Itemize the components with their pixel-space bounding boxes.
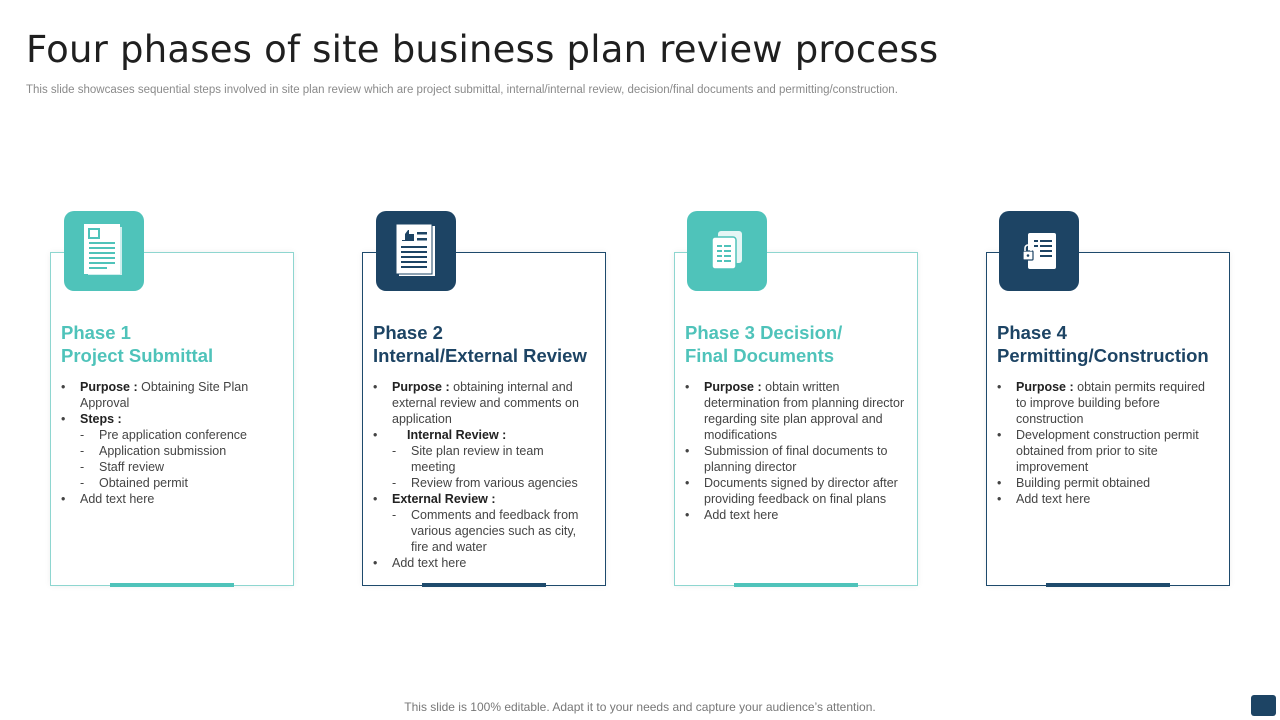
list-item: Purpose : obtain written determination f… xyxy=(685,379,905,443)
list-item: Application submission xyxy=(61,443,281,459)
list-item: Staff review xyxy=(61,459,281,475)
list-item: Development construction permit obtained… xyxy=(997,427,1217,475)
list-item: External Review : xyxy=(373,491,591,507)
document-icon xyxy=(64,211,144,291)
list-item: Internal Review : xyxy=(373,427,591,443)
list-item: Documents signed by director after provi… xyxy=(685,475,905,507)
phase-2-list: Purpose : obtaining internal and externa… xyxy=(373,379,591,571)
slide-footer: This slide is 100% editable. Adapt it to… xyxy=(404,700,876,714)
list-item: Add text here xyxy=(61,491,281,507)
list-item: Steps : xyxy=(61,411,281,427)
list-item: Purpose : obtain permits required to imp… xyxy=(997,379,1217,427)
locked-document-icon xyxy=(999,211,1079,291)
phase-3-card: Phase 3 Decision/ Final Documents Purpos… xyxy=(674,252,918,587)
phase-1-list: Purpose : Obtaining Site Plan Approval S… xyxy=(61,379,281,507)
list-item: Comments and feedback from various agenc… xyxy=(373,507,591,555)
phase-3-list: Purpose : obtain written determination f… xyxy=(685,379,905,523)
card-accent-bar xyxy=(1046,583,1170,587)
phase-4-list: Purpose : obtain permits required to imp… xyxy=(997,379,1217,507)
phase-2-card: Phase 2 Internal/External Review Purpose… xyxy=(362,252,606,587)
list-item: Add text here xyxy=(997,491,1217,507)
phase-1-heading: Phase 1 Project Submittal xyxy=(61,322,214,366)
list-item: Submission of final documents to plannin… xyxy=(685,443,905,475)
corner-badge xyxy=(1251,695,1276,716)
card-accent-bar xyxy=(734,583,858,587)
phase-2-heading: Phase 2 Internal/External Review xyxy=(373,322,587,366)
list-item: Add text here xyxy=(373,555,591,571)
phase-4-card: Phase 4 Permitting/Construction Purpose … xyxy=(986,252,1230,587)
phase-1-card: Phase 1 Project Submittal Purpose : Obta… xyxy=(50,252,294,587)
card-accent-bar xyxy=(422,583,546,587)
copy-documents-icon xyxy=(687,211,767,291)
list-item: Purpose : obtaining internal and externa… xyxy=(373,379,591,427)
list-item: Obtained permit xyxy=(61,475,281,491)
list-item: Building permit obtained xyxy=(997,475,1217,491)
slide-subtitle: This slide showcases sequential steps in… xyxy=(26,84,898,96)
list-item: Pre application conference xyxy=(61,427,281,443)
list-item: Review from various agencies xyxy=(373,475,591,491)
thumbs-up-document-icon xyxy=(376,211,456,291)
slide-title: Four phases of site business plan review… xyxy=(26,28,939,71)
list-item: Site plan review in team meeting xyxy=(373,443,591,475)
phase-4-heading: Phase 4 Permitting/Construction xyxy=(997,322,1209,366)
list-item: Purpose : Obtaining Site Plan Approval xyxy=(61,379,281,411)
card-accent-bar xyxy=(110,583,234,587)
phase-3-heading: Phase 3 Decision/ Final Documents xyxy=(685,322,843,366)
list-item: Add text here xyxy=(685,507,905,523)
